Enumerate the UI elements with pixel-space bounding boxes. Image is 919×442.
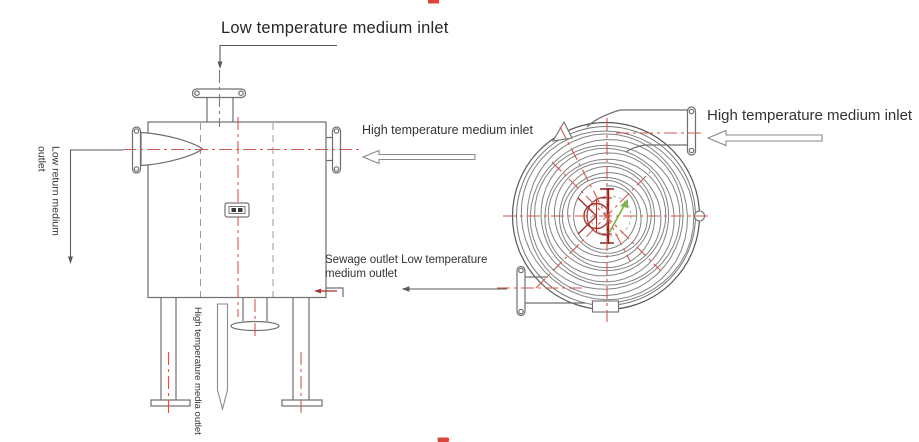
flow-arrow-high-temp-inlet-side bbox=[361, 149, 476, 165]
sewage-red-arrow bbox=[314, 288, 337, 294]
label-sewage-low-temp-outlet: Sewage outlet Low temperature medium out… bbox=[325, 254, 488, 280]
label-high-temp-media-outlet: High temperature media outlet bbox=[192, 307, 203, 435]
spiral-centerlines bbox=[497, 118, 712, 322]
hidden-lines bbox=[200, 123, 274, 297]
support-legs bbox=[150, 298, 323, 407]
label-high-temp-inlet-side: High temperature medium inlet bbox=[362, 123, 533, 137]
support-foot bbox=[591, 300, 620, 313]
spiral-view bbox=[497, 106, 712, 322]
leader-lines bbox=[69, 44, 507, 290]
leader-arrowheads bbox=[68, 61, 410, 292]
green-direction-arrow bbox=[608, 199, 628, 234]
red-mark-bottom bbox=[437, 437, 449, 442]
flow-arrows bbox=[216, 129, 823, 412]
side-view bbox=[131, 88, 344, 407]
right-nozzle bbox=[326, 126, 342, 174]
nameplate bbox=[224, 202, 250, 218]
red-tick-top bbox=[428, 0, 439, 4]
flow-arrow-high-temp-inlet-end bbox=[706, 129, 823, 147]
leader-top-inlet bbox=[219, 44, 337, 62]
leader-left-outlet bbox=[69, 149, 123, 257]
sewage-nozzle bbox=[326, 287, 344, 297]
label-low-return-medium-outlet: Low return medium outlet bbox=[35, 146, 62, 236]
spiral-top-nozzle bbox=[586, 106, 697, 156]
spiral-bottom-nozzle bbox=[516, 265, 585, 317]
flow-arrow-high-temp-media-outlet bbox=[216, 303, 229, 412]
label-high-temp-inlet-end: High temperature medium inlet bbox=[707, 107, 913, 124]
label-low-temp-medium-inlet: Low temperature medium inlet bbox=[221, 19, 449, 37]
